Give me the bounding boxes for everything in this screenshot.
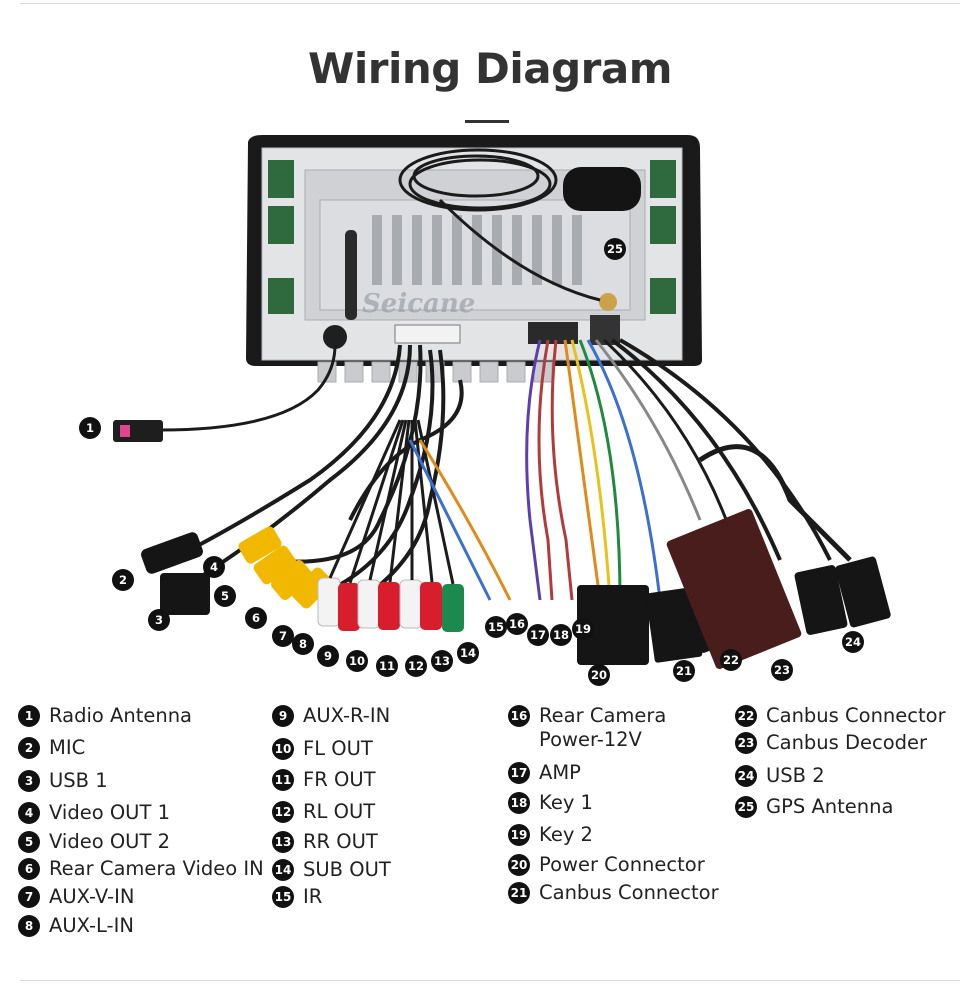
bottom-divider (20, 980, 960, 981)
callout-13: 13 (431, 650, 453, 672)
callout-4: 4 (203, 556, 225, 578)
callout-17: 17 (527, 624, 549, 646)
top-divider (20, 3, 960, 4)
gps-antenna (398, 148, 641, 302)
title-underline (465, 120, 509, 123)
callout-16: 16 (506, 613, 528, 635)
canbus-decoder-box (666, 508, 802, 670)
callout-8: 8 (292, 633, 314, 655)
watermark-text: Seicane (362, 289, 475, 319)
callout-18: 18 (550, 624, 572, 646)
callout-24: 24 (842, 631, 864, 653)
callout-7: 7 (272, 625, 294, 647)
callout-5: 5 (214, 585, 236, 607)
rca-plugs (238, 419, 464, 632)
wiring-illustration: Seicane (113, 135, 891, 670)
callout-12: 12 (405, 655, 427, 677)
callout-14: 14 (457, 642, 479, 664)
power-connector (577, 585, 649, 665)
callout-21: 21 (673, 660, 695, 682)
callout-2: 2 (112, 569, 134, 591)
callout-9: 9 (317, 645, 339, 667)
callout-11: 11 (376, 655, 398, 677)
callout-10: 10 (346, 650, 368, 672)
page-title: Wiring Diagram (308, 44, 672, 93)
power-harness (408, 338, 832, 601)
callout-20: 20 (588, 664, 610, 686)
callout-15: 15 (485, 616, 507, 638)
radio-antenna-cable (113, 344, 337, 442)
callout-22: 22 (720, 649, 742, 671)
callout-3: 3 (148, 609, 170, 631)
callout-1: 1 (79, 417, 101, 439)
callout-19: 19 (572, 618, 594, 640)
callout-6: 6 (245, 607, 267, 629)
callout-23: 23 (771, 659, 793, 681)
av-cable-bundle (169, 344, 464, 602)
callout-25: 25 (604, 238, 626, 260)
